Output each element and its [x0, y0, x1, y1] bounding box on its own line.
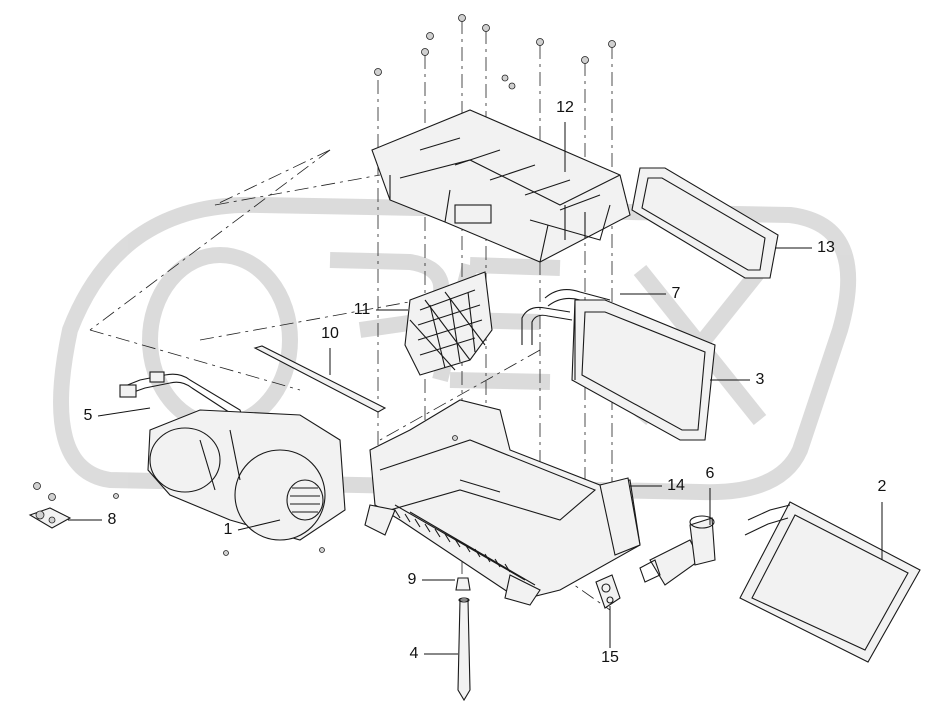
callout-label-8: 8 [108, 511, 117, 528]
actuator-motor [595, 574, 621, 609]
water-valve [639, 515, 716, 586]
blower-motor [147, 409, 346, 541]
callout-label-2: 2 [878, 478, 887, 495]
screws [33, 14, 616, 556]
heater-core [739, 501, 921, 663]
callout-label-12: 12 [556, 99, 574, 116]
callout-label-14: 14 [667, 477, 685, 494]
callout-label-1: 1 [224, 521, 233, 538]
callout-label-10: 10 [321, 325, 339, 342]
callout-label-5: 5 [84, 407, 93, 424]
seal-strip [253, 345, 387, 413]
callout-label-9: 9 [408, 571, 417, 588]
callout-label-11: 11 [354, 301, 371, 318]
wiring-harness [119, 371, 256, 471]
assembly-lines [89, 20, 613, 611]
callout-label-6: 6 [706, 465, 715, 482]
callout-label-15: 15 [601, 649, 619, 666]
air-flap-door [404, 271, 493, 376]
callout-label-3: 3 [756, 371, 765, 388]
drain-rod [455, 577, 471, 702]
callout-leader-5 [97, 407, 151, 417]
evaporator-core [571, 299, 716, 441]
callout-label-7: 7 [672, 285, 681, 302]
cabin-filter [631, 167, 779, 279]
mounting-bracket [28, 507, 72, 529]
callout-label-13: 13 [817, 239, 835, 256]
lower-housing [364, 399, 641, 606]
callout-leader-1 [237, 519, 281, 531]
callout-label-4: 4 [410, 645, 419, 662]
upper-housing-cover [371, 109, 631, 263]
